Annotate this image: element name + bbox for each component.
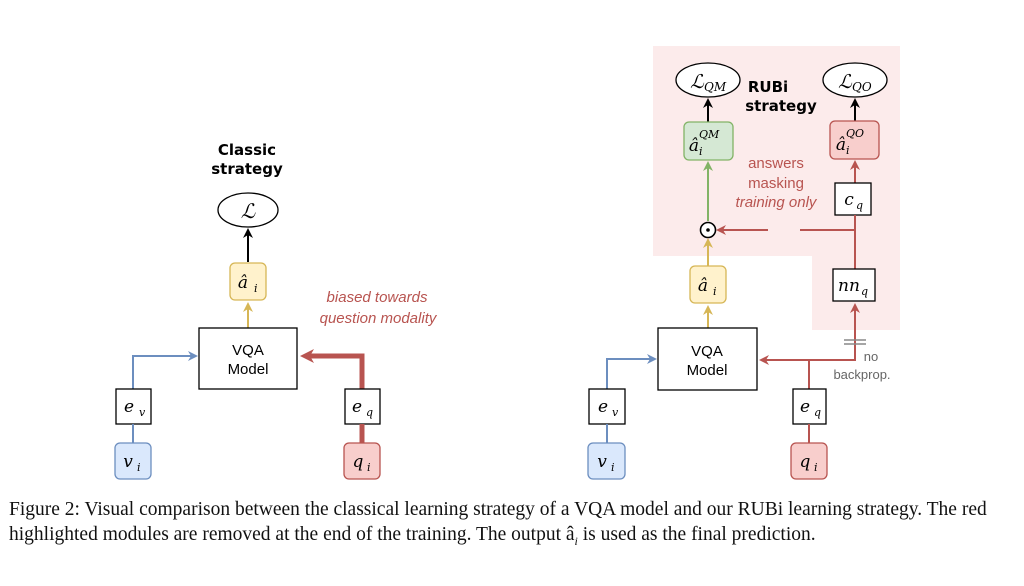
rubi-qi-label: q [800,452,811,472]
classic-vi-label: v [123,452,133,472]
rubi-answer-qo-label: â [836,135,846,155]
rubi-no-backprop-line1: no [864,349,878,364]
classic-model-line1: VQA [232,342,264,359]
rubi-loss-qm-node [675,62,741,98]
classic-loss-label: ℒ [241,199,256,223]
rubi-mask-line2: masking [748,175,804,192]
rubi-vi-sub: i [611,461,615,474]
classic-ev-to-model-arrow [132,351,198,389]
rubi-model-line2: Model [687,362,728,379]
caption-sub: i [574,533,578,548]
rubi-answer-qo-node [829,120,880,160]
rubi-eq-label: e [800,397,810,417]
rubi-answer-qo-sup: QO [846,127,864,140]
rubi-mask-line3: training only [736,194,818,211]
caption-text: Figure 2: Visual comparison between the … [9,499,987,545]
classic-model-line2: Model [228,361,269,378]
rubi-loss-qo-label: ℒ [838,71,853,93]
rubi-title-line2: strategy [745,97,817,115]
rubi-ev-to-model-arrow [606,354,657,389]
rubi-nnq-sub: q [861,285,868,298]
figure-caption: Figure 2: Visual comparison between the … [9,497,1019,554]
rubi-model-line1: VQA [691,343,723,360]
rubi-ev-sub: v [612,406,619,419]
rubi-eq-sub: q [814,406,821,419]
classic-strategy-diagram: Classic strategy ℒ â i VQA Model e v v i… [114,141,438,480]
rubi-loss-qo-node [822,62,888,98]
rubi-visual-encoder-node [588,388,626,425]
rubi-classifier-node [834,182,872,216]
classic-eq-to-model-arrow [300,349,365,389]
rubi-qi-sub: i [814,461,818,474]
classic-answer-sub: i [254,282,258,295]
classic-annotation-line2: question modality [320,310,438,327]
rubi-loss-qm-label: ℒ [690,71,705,93]
rubi-answer-node [689,265,727,304]
rubi-hadamard-dot [706,228,710,232]
classic-visual-input-node [114,442,152,480]
rubi-nnq-label: nn [838,276,860,296]
rubi-answer-sub: i [713,285,717,298]
rubi-ev-label: e [598,397,608,417]
rubi-answer-qm-sub: i [699,145,703,158]
rubi-answer-qm-sup: QM [699,128,720,141]
rubi-vi-label: v [597,452,607,472]
rubi-title-line1: RUBi [748,78,788,96]
classic-vi-sub: i [137,461,141,474]
rubi-answer-label: â [698,276,708,296]
classic-answer-node [229,262,267,301]
classic-ev-label: e [124,397,134,417]
rubi-mask-line1: answers [748,155,804,172]
classic-qi-sub: i [367,461,371,474]
rubi-answer-qm-node [683,121,734,161]
rubi-visual-input-node [587,442,626,480]
classic-vqa-model-node [198,327,298,390]
rubi-cq-sub: q [856,199,863,212]
rubi-vqa-model-node [657,327,758,391]
rubi-no-backprop-line2: backprop. [833,367,890,382]
classic-question-encoder-node [344,388,381,425]
rubi-answer-qm-label: â [689,136,699,156]
classic-title-line2: strategy [211,160,283,178]
classic-answer-label: â [238,273,248,293]
classic-eq-label: e [352,397,362,417]
classic-visual-encoder-node [115,388,152,425]
classic-annotation-line1: biased towards [327,289,428,306]
rubi-strategy-diagram: RUBi strategy ℒ QM â QM i ℒ QO â QO i an… [587,46,900,480]
classic-ev-sub: v [139,406,146,419]
rubi-loss-qo-sub: QO [852,80,872,94]
rubi-question-input-node [790,442,828,480]
classic-eq-sub: q [366,406,373,419]
classic-question-input-node [343,442,381,480]
rubi-cq-label: c [844,190,854,210]
classic-qi-label: q [353,452,364,472]
rubi-loss-qm-sub: QM [704,80,727,94]
rubi-eq-to-nnq-arrow [808,303,860,389]
classic-loss-node [217,192,279,228]
classic-title-line1: Classic [218,141,276,159]
caption-tail: is used as the final prediction. [577,524,816,545]
rubi-answer-qo-sub: i [846,144,850,157]
rubi-question-net-node [832,268,876,302]
rubi-highlight-region [653,46,900,330]
